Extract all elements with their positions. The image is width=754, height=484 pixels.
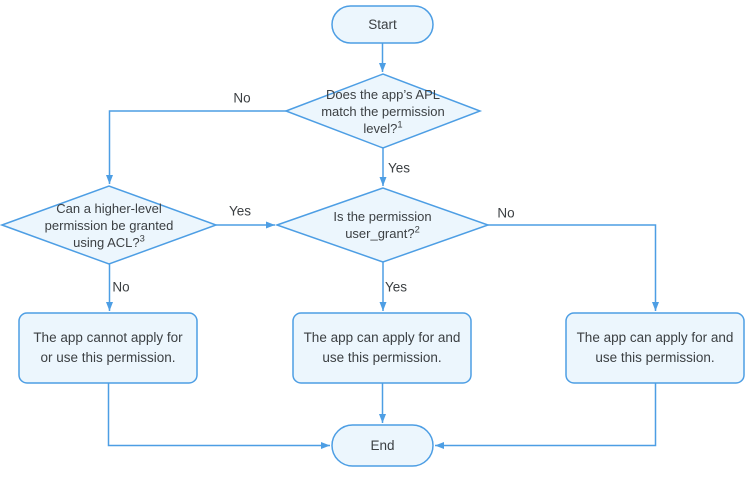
can-apply-right-box <box>565 312 745 384</box>
apl-decision-text: Does the app’s APL match the permission … <box>321 86 445 136</box>
apl-decision-diamond <box>283 73 483 149</box>
edge-right-box-to-end <box>435 383 657 449</box>
edge-label-acl-yes: Yes <box>228 203 252 219</box>
can-apply-center-box <box>292 312 472 384</box>
user-grant-footnote: 2 <box>414 224 420 235</box>
end-text: End <box>370 438 395 453</box>
acl-decision-text: Can a higher-level permission be granted… <box>44 200 174 250</box>
can-apply-right-box-label: The app can apply for and use this permi… <box>566 313 744 383</box>
can-apply-center-box-label: The app can apply for and use this permi… <box>293 313 471 383</box>
apl-footnote: 1 <box>397 119 403 130</box>
acl-decision-diamond <box>0 185 219 265</box>
apl-decision-label: Does the app’s APL match the permission … <box>286 74 480 148</box>
edge-user-grant-no-to-right-box <box>488 224 659 311</box>
can-apply-right-text: The app can apply for and use this permi… <box>576 330 734 365</box>
cannot-apply-box <box>18 312 198 384</box>
user-grant-decision-text: Is the permission user_grant? <box>333 209 432 241</box>
start-node-label: Start <box>332 6 433 43</box>
can-apply-center-text: The app can apply for and use this permi… <box>303 330 461 365</box>
end-node-label: End <box>332 425 433 466</box>
user-grant-decision-label: Is the permission user_grant?2 <box>277 188 488 262</box>
edge-label-apl-yes: Yes <box>387 160 411 176</box>
cannot-apply-text: The app cannot apply for or use this per… <box>33 330 183 365</box>
cannot-apply-box-label: The app cannot apply for or use this per… <box>19 313 197 383</box>
edge-label-acl-no: No <box>112 279 130 295</box>
acl-decision-label: Can a higher-level permission be granted… <box>2 186 216 264</box>
start-text: Start <box>368 17 397 32</box>
edge-cannot-box-to-end <box>107 383 330 449</box>
acl-footnote: 3 <box>139 233 145 244</box>
start-node <box>331 5 434 44</box>
end-node <box>331 424 434 467</box>
edge-apl-no-to-acl <box>106 110 286 184</box>
edge-label-user-grant-no: No <box>497 205 515 221</box>
user-grant-decision-diamond <box>274 187 491 263</box>
edge-label-apl-no: No <box>233 90 251 106</box>
edge-label-user-grant-yes: Yes <box>384 279 408 295</box>
